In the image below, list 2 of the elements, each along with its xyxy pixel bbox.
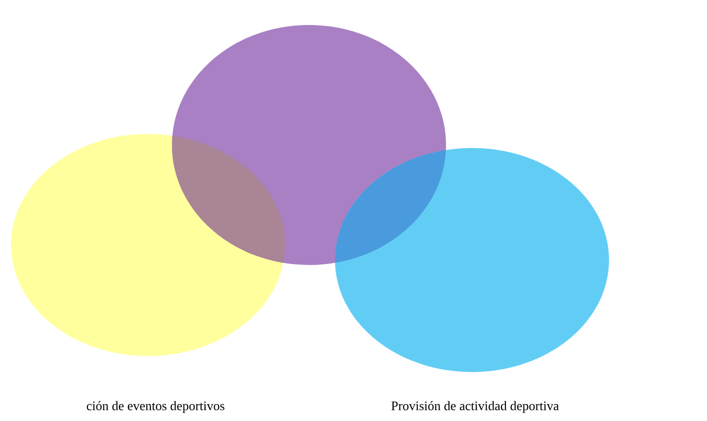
ellipse-label: ción de eventos deportivos [86, 401, 224, 413]
ellipse-label: Provisión de actividad deportiva [391, 401, 559, 413]
